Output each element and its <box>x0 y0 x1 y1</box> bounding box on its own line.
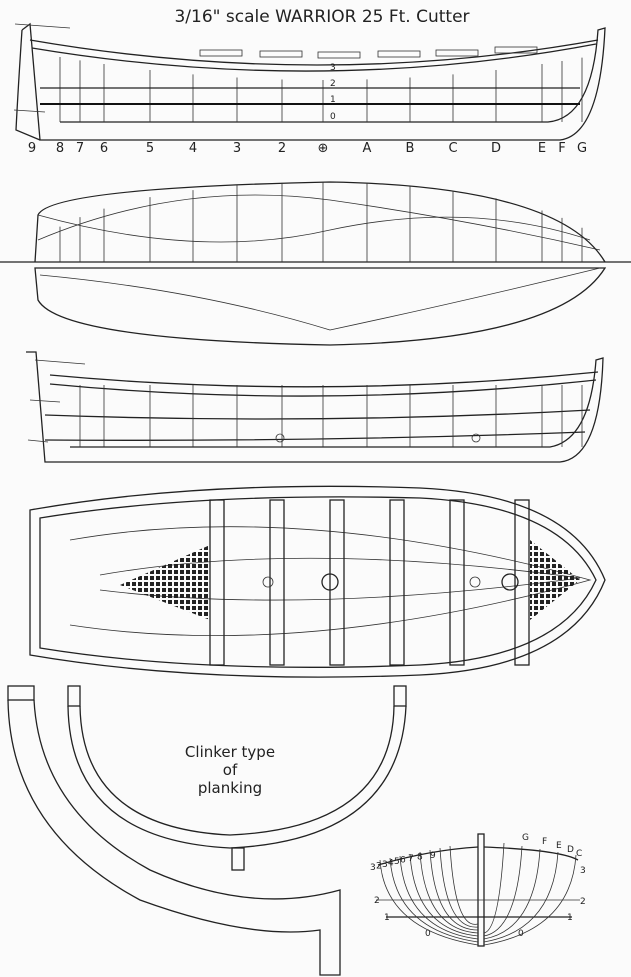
bp-aft-station-label: 5 <box>394 857 400 867</box>
bp-fore-station-label: D <box>567 845 574 855</box>
aft-section-curve <box>379 859 479 946</box>
fore-section-curve <box>483 845 523 937</box>
bp-wl-3-left: 3 <box>370 863 376 873</box>
drawing-title: 3/16" scale WARRIOR 25 Ft. Cutter <box>174 7 469 27</box>
station-label: 9 <box>28 141 36 156</box>
fore-section-curve <box>483 842 505 934</box>
bp-fore-station-label: F <box>542 837 547 847</box>
bp-wl-0-left: 0 <box>425 929 431 939</box>
station-label: E <box>538 141 546 156</box>
thwart <box>209 499 225 666</box>
stem-piece <box>7 685 341 976</box>
aft-section-curve <box>399 855 479 940</box>
thwart <box>269 499 285 666</box>
station-label: C <box>448 141 457 156</box>
thwart <box>389 499 405 666</box>
bp-wl-2-left: 2 <box>374 896 380 906</box>
bp-wl-0-right: 0 <box>518 929 524 939</box>
station-label: B <box>406 141 415 156</box>
aft-section-curve <box>409 853 479 937</box>
station-label: 7 <box>76 141 84 156</box>
aft-section-curve <box>419 851 479 934</box>
station-label: ⊕ <box>318 141 329 156</box>
station-label: 6 <box>100 141 108 156</box>
bp-wl-1-right: 1 <box>567 913 573 923</box>
bp-wl-1-left: 1 <box>384 913 390 923</box>
bp-wl-3-right: 3 <box>580 866 586 876</box>
inboard-profile <box>26 351 604 463</box>
station-label: 8 <box>56 141 64 156</box>
waterline-label-1: 1 <box>330 95 336 105</box>
fore-section-curve <box>483 854 577 946</box>
bp-aft-station-label: 3 <box>382 860 388 870</box>
thwart <box>329 499 345 666</box>
aft-section-curve <box>429 849 479 931</box>
thwart <box>449 499 465 666</box>
waterline-label-0: 0 <box>330 112 336 122</box>
station-label: G <box>577 141 587 156</box>
fore-grating <box>530 540 580 620</box>
fore-section-curve <box>483 851 559 943</box>
aft-section-curve <box>439 847 479 928</box>
aft-grating <box>120 545 210 620</box>
bp-fore-station-label: G <box>522 833 529 843</box>
bp-aft-station-label: 8 <box>417 853 423 863</box>
note-line-2: of <box>223 761 238 779</box>
bp-fore-station-label: E <box>556 841 562 851</box>
bp-aft-station-label: 7 <box>408 854 414 864</box>
profile-deck-seats <box>199 46 538 59</box>
note-line-3: planking <box>198 779 262 797</box>
station-label: 5 <box>146 141 154 156</box>
aft-section-curve <box>449 845 479 925</box>
thwart <box>514 499 530 666</box>
midship-section <box>67 685 407 871</box>
bp-aft-station-label: 9 <box>430 851 436 861</box>
station-label: 3 <box>233 141 241 156</box>
bp-wl-2-right: 2 <box>580 897 586 907</box>
station-label: A <box>363 141 372 156</box>
station-label: F <box>558 141 565 156</box>
fore-section-curve <box>483 848 541 940</box>
half-breadth-plan <box>0 181 631 346</box>
bp-aft-station-label: 6 <box>400 856 406 866</box>
station-label: 2 <box>278 141 286 156</box>
bp-aft-station-label: 2 <box>376 862 382 872</box>
station-label: D <box>491 141 501 156</box>
waterline-label-2: 2 <box>330 79 336 89</box>
station-label: 4 <box>189 141 197 156</box>
note-line-1: Clinker type <box>185 743 275 761</box>
bp-fore-station-label: C <box>576 849 582 859</box>
aft-section-curve <box>389 857 479 943</box>
deck-plan <box>29 485 606 678</box>
waterline-label-3: 3 <box>330 63 336 73</box>
bp-aft-station-label: 4 <box>388 859 394 869</box>
